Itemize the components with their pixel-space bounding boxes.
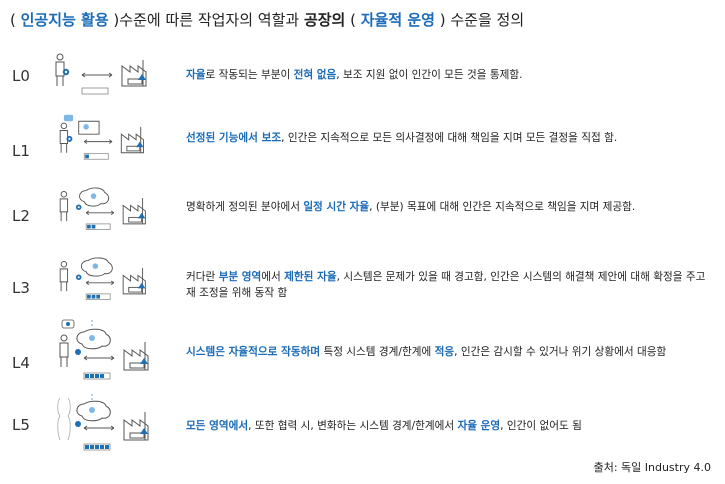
level-description: 시스템은 자율적으로 작동하며 특정 시스템 경계/한계에 적응, 인간은 감시… (186, 346, 667, 358)
level-description: 커다란 부분 영역에서 제한된 자율, 시스템은 문제가 있을 때 경고함, 인… (186, 271, 706, 299)
level-label: L5 (12, 416, 30, 434)
autonomous-factory-icon (57, 394, 149, 451)
human-factory-icon (55, 53, 147, 95)
level-label: L0 (12, 67, 30, 85)
level-label: L2 (12, 207, 30, 225)
level-row-l4: L4 시스템은 자율적으로 작동하며 특정 시스템 경계/한계에 적응, 인간은… (0, 318, 725, 388)
human-assist-factory-icon (59, 187, 146, 230)
level-description: 선정된 기능에서 보조, 인간은 지속적으로 모든 의사결정에 대해 책임을 지… (186, 132, 618, 144)
level-label: L1 (12, 142, 30, 160)
level-label: L3 (12, 279, 30, 297)
level-row-l0: L0 자율로 작동되는 부분이 전혀 없음, 보조 지원 없이 인간이 모든 것… (0, 50, 725, 102)
level-row-l3: L3 커다란 부분 영역에서 제한된 자율, 시스템은 문제가 있을 때 경고함… (0, 255, 725, 311)
level-row-l2: L2 명확하게 정의된 분야에서 일정 시간 자율, (부분) 목표에 대해 인… (0, 185, 725, 241)
page-title: ( 인공지능 활용 )수준에 따른 작업자의 역할과 공장의 ( 자율적 운영 … (10, 11, 525, 29)
level-description: 명확하게 정의된 분야에서 일정 시간 자율, (부분) 목표에 대해 인간은 … (186, 201, 636, 213)
level-row-l1: L1 선정된 기능에서 보조, 인간은 지속적으로 모든 의사결정에 대해 책임… (0, 112, 725, 168)
level-description: 자율로 작동되는 부분이 전혀 없음, 보조 지원 없이 인간이 모든 것을 통… (186, 69, 523, 81)
level-row-l5: L5 모든 영역에서, 또한 협력 시, 변화하는 시스템 경계/한계에서 자율… (0, 392, 725, 456)
source-note: 출처: 독일 Industry 4.0 (593, 461, 711, 474)
level-label: L4 (12, 354, 30, 372)
human-assist-factory-icon (59, 114, 144, 160)
level-description: 모든 영역에서, 또한 협력 시, 변화하는 시스템 경계/한계에서 자율 운영… (186, 420, 582, 432)
human-assist-factory-icon (59, 257, 146, 300)
human-monitor-factory-icon (59, 319, 149, 380)
